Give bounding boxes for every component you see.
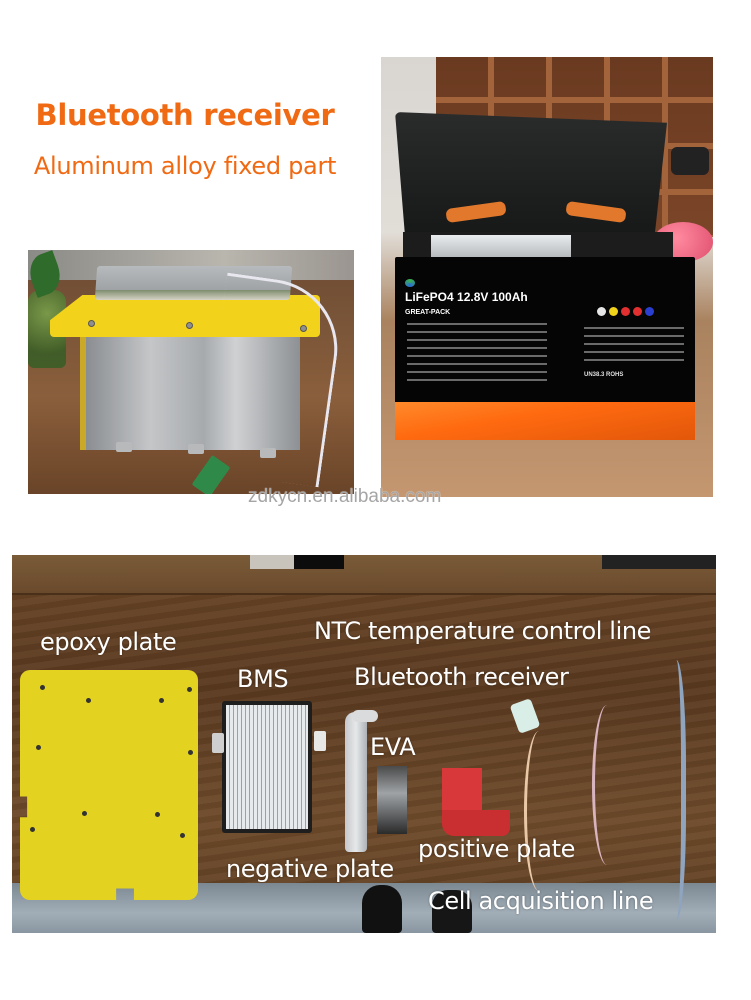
eva-part bbox=[377, 766, 407, 834]
negative-plate-tab bbox=[352, 710, 378, 722]
mounting-foot bbox=[260, 448, 276, 458]
battery-spec-title: LiFePO4 12.8V 100Ah bbox=[405, 290, 528, 304]
hole bbox=[187, 687, 192, 692]
epoxy-plate-part bbox=[20, 670, 198, 900]
background-bag bbox=[671, 147, 709, 175]
bms-terminal bbox=[212, 733, 224, 753]
mounting-foot bbox=[116, 442, 132, 452]
label-cell-acquisition-line: Cell acquisition line bbox=[428, 887, 654, 915]
title-bluetooth-receiver: Bluetooth receiver bbox=[35, 98, 335, 132]
hole bbox=[86, 698, 91, 703]
hole bbox=[180, 833, 185, 838]
hole bbox=[30, 827, 35, 832]
recycle-icon bbox=[597, 307, 606, 316]
bluetooth-receiver-part bbox=[509, 698, 541, 734]
negative-plate-part bbox=[345, 712, 367, 852]
brand-logo-icon bbox=[405, 279, 415, 287]
orange-band bbox=[395, 402, 695, 440]
background-object bbox=[294, 555, 344, 569]
photo-assembled-pack bbox=[28, 250, 354, 494]
cell-acquisition-wire bbox=[592, 705, 622, 865]
certification-marks: UN38.3 ROHS bbox=[584, 372, 624, 378]
bms-inside bbox=[431, 235, 571, 257]
label-eva: EVA bbox=[370, 733, 416, 761]
spec-fine-print bbox=[407, 323, 547, 383]
label-bms: BMS bbox=[237, 665, 289, 693]
label-positive-plate: positive plate bbox=[418, 835, 575, 863]
bms-terminal bbox=[314, 731, 326, 751]
hole bbox=[159, 698, 164, 703]
positive-plate-bend bbox=[442, 810, 510, 836]
mounting-foot bbox=[188, 444, 204, 454]
label-epoxy-plate: epoxy plate bbox=[40, 628, 177, 656]
aluminum-case bbox=[80, 320, 300, 450]
bolt bbox=[88, 320, 95, 327]
background-object bbox=[602, 555, 716, 569]
watermark: zdkycn.en.alibaba.com bbox=[248, 486, 442, 507]
bolt bbox=[300, 325, 307, 332]
info-icon bbox=[645, 307, 654, 316]
warning-fine-print bbox=[584, 327, 684, 365]
table-edge bbox=[12, 555, 716, 595]
shoe bbox=[362, 885, 402, 933]
label-negative-plate: negative plate bbox=[226, 855, 394, 883]
battery-brand: GREAT-PACK bbox=[405, 309, 451, 316]
fire-warning-icon bbox=[609, 307, 618, 316]
hole bbox=[82, 811, 87, 816]
label-ntc-line: NTC temperature control line bbox=[314, 617, 652, 645]
bolt bbox=[186, 322, 193, 329]
subtitle-aluminum-alloy: Aluminum alloy fixed part bbox=[33, 152, 337, 180]
ntc-line-part bbox=[662, 660, 686, 920]
receiver-wire bbox=[524, 731, 554, 891]
background-object bbox=[250, 555, 298, 569]
label-bluetooth-receiver: Bluetooth receiver bbox=[354, 663, 569, 691]
photo-battery-case: LiFePO4 12.8V 100Ah GREAT-PACK UN38.3 RO… bbox=[381, 57, 713, 497]
hole bbox=[36, 745, 41, 750]
hole bbox=[155, 812, 160, 817]
prohibition-icon bbox=[621, 307, 630, 316]
hole bbox=[188, 750, 193, 755]
epoxy-plate bbox=[50, 295, 320, 337]
prohibition-icon bbox=[633, 307, 642, 316]
shoe bbox=[432, 890, 472, 933]
bms-heatsink bbox=[226, 705, 308, 829]
photo-components: epoxy plate NTC temperature control line… bbox=[12, 555, 716, 933]
battery-lid bbox=[395, 112, 667, 247]
hole bbox=[40, 685, 45, 690]
